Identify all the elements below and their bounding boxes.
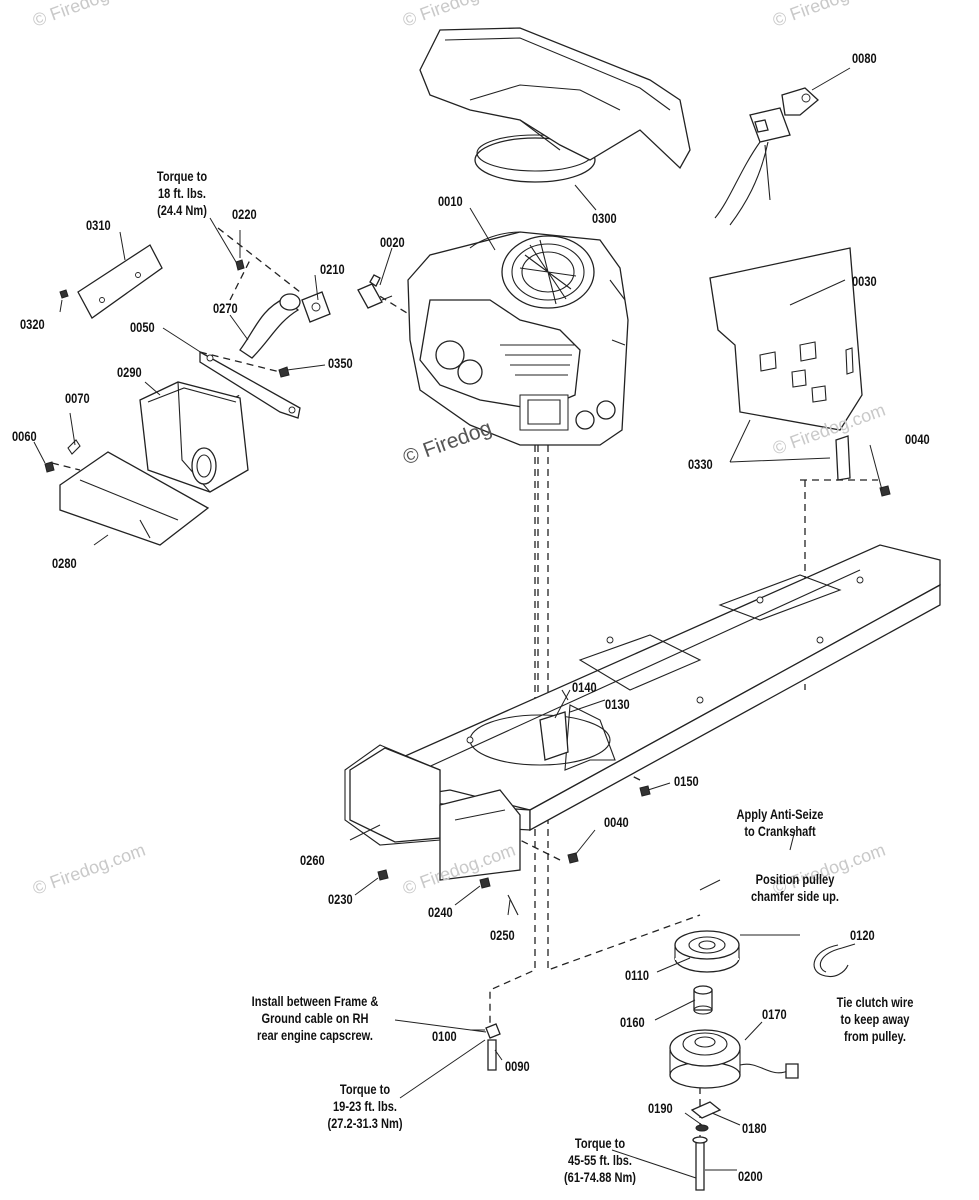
label-0250: 0250 [490, 928, 515, 943]
label-0120: 0120 [850, 928, 875, 943]
engine-shield [709, 247, 891, 497]
label-0150: 0150 [674, 774, 699, 789]
label-0190: 0190 [648, 1101, 673, 1116]
label-0290: 0290 [117, 365, 142, 380]
note-ground-cable: Install between Frame & Ground cable on … [251, 994, 379, 1043]
label-0070: 0070 [65, 391, 90, 406]
label-0310: 0310 [86, 218, 111, 233]
label-0100: 0100 [432, 1029, 457, 1044]
spacer [693, 985, 713, 1015]
frame [344, 544, 941, 916]
label-0110: 0110 [625, 968, 650, 983]
label-0330: 0330 [688, 457, 713, 472]
label-0060: 0060 [12, 429, 37, 444]
muffler [139, 381, 249, 493]
label-0050: 0050 [130, 320, 155, 335]
label-0160: 0160 [620, 1015, 645, 1030]
engine [407, 231, 629, 446]
seat-pan [419, 27, 691, 183]
label-0260: 0260 [300, 853, 325, 868]
label-0220: 0220 [232, 207, 257, 222]
note-torque-engine: Torque to 19-23 ft. lbs. (27.2-31.3 Nm) [327, 1082, 403, 1131]
ground-hardware [485, 1023, 501, 1071]
label-0030: 0030 [852, 274, 877, 289]
label-0080: 0080 [852, 51, 877, 66]
note-anti-seize: Apply Anti-Seize to Crankshaft [736, 807, 824, 839]
note-clutch-wire: Tie clutch wire to keep away from pulley… [836, 995, 914, 1044]
note-torque-clutch: Torque to 45-55 ft. lbs. (61-74.88 Nm) [563, 1136, 636, 1185]
label-0300: 0300 [592, 211, 617, 226]
label-0180: 0180 [742, 1121, 767, 1136]
clutch-bolt [692, 1136, 708, 1191]
label-0210: 0210 [320, 262, 345, 277]
label-0040-shield: 0040 [905, 432, 930, 447]
exhaust-pipe [235, 259, 331, 359]
clutch [669, 1029, 799, 1089]
leader-lines [33, 67, 883, 1179]
label-0140: 0140 [572, 680, 597, 695]
label-0040-frame: 0040 [604, 815, 629, 830]
label-0010: 0010 [438, 194, 463, 209]
pulley [674, 930, 740, 973]
muffler-guard [44, 439, 210, 546]
label-0170: 0170 [762, 1007, 787, 1022]
label-0090: 0090 [505, 1059, 530, 1074]
muffler-bracket [199, 350, 301, 419]
label-0280: 0280 [52, 556, 77, 571]
label-0270: 0270 [213, 301, 238, 316]
label-0320: 0320 [20, 317, 45, 332]
spark-plug [357, 274, 393, 309]
washer [690, 1101, 722, 1132]
wire-tie [813, 944, 849, 978]
note-pulley-position: Position pulley chamfer side up. [751, 872, 839, 904]
note-torque-muffler: Torque to 18 ft. lbs. (24.4 Nm) [156, 169, 208, 218]
label-0130: 0130 [605, 697, 630, 712]
heat-shield [59, 244, 163, 319]
label-0230: 0230 [328, 892, 353, 907]
label-0020: 0020 [380, 235, 405, 250]
ignition-switch [714, 87, 819, 226]
label-0200: 0200 [738, 1169, 763, 1184]
label-0350: 0350 [328, 356, 353, 371]
label-0240: 0240 [428, 905, 453, 920]
